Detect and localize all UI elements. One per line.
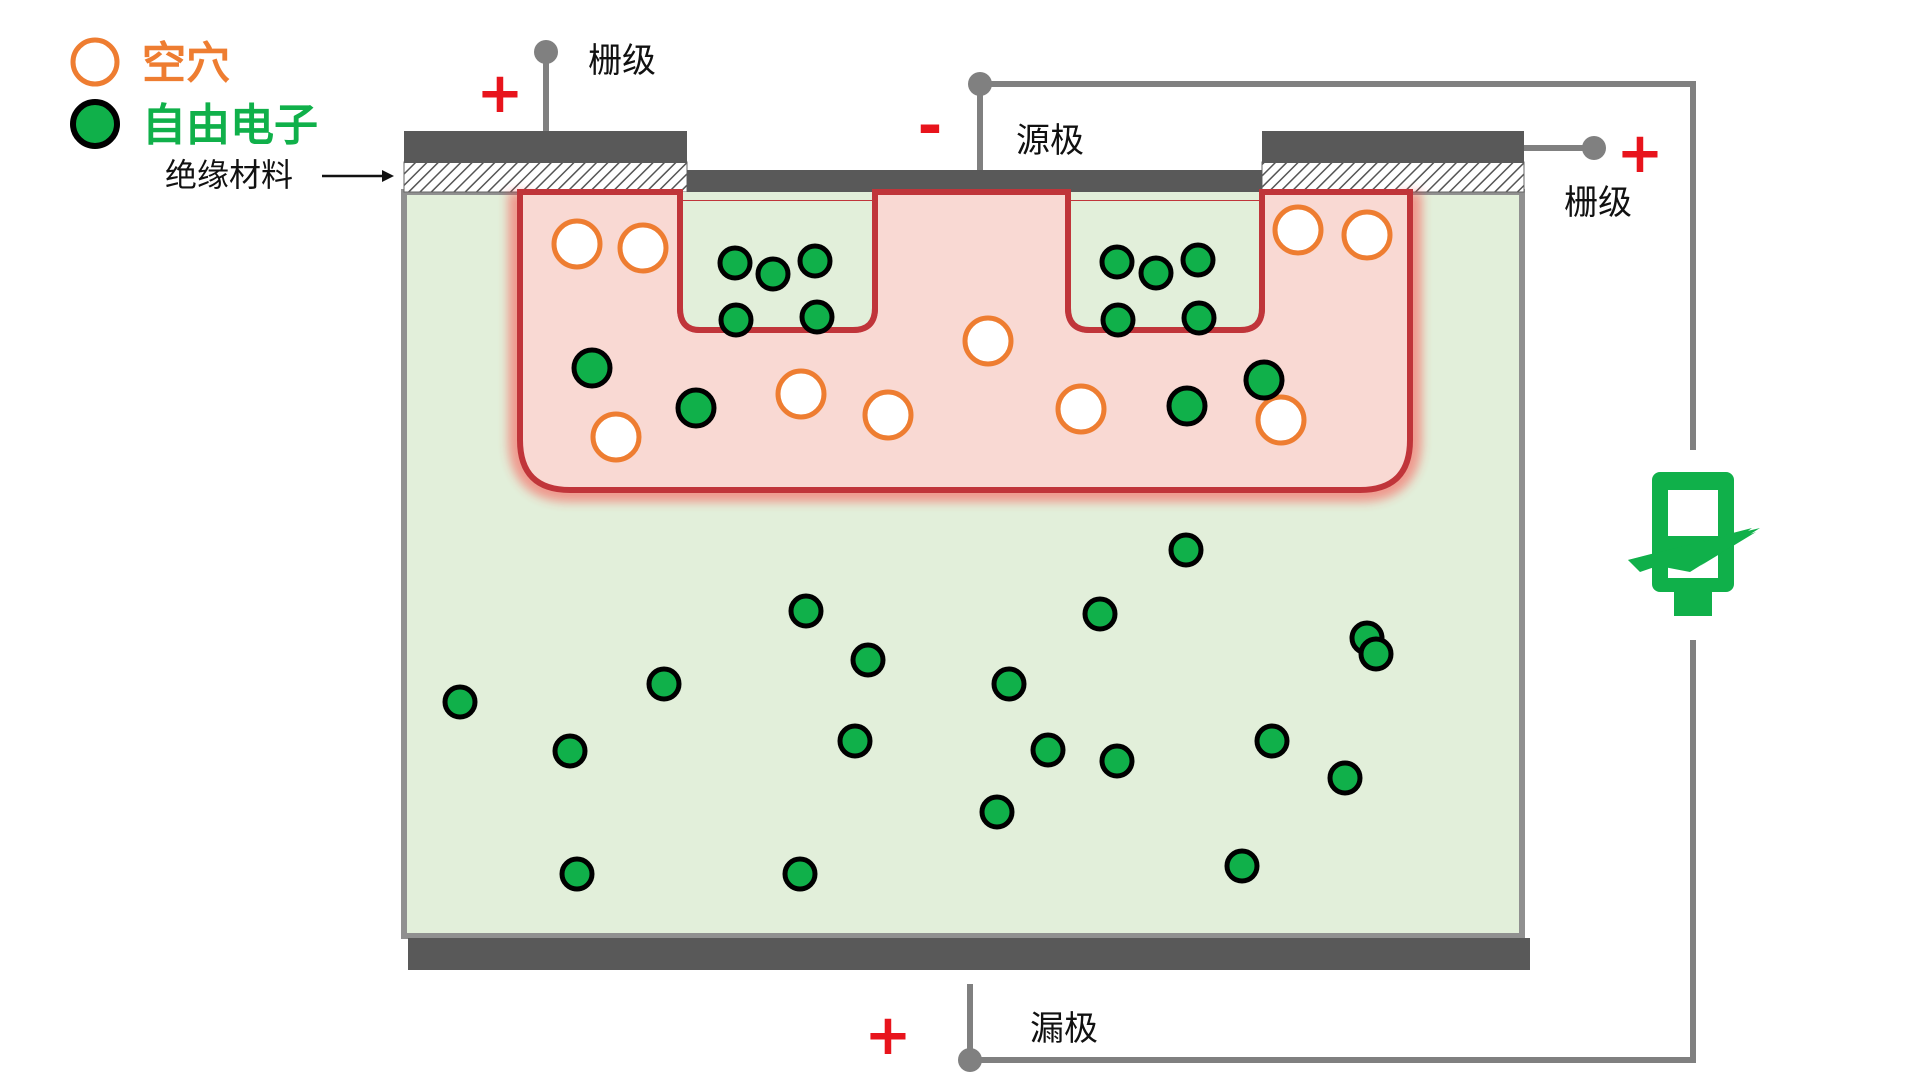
electron <box>797 243 833 279</box>
electron <box>837 723 873 759</box>
electron <box>559 856 595 892</box>
hole <box>775 368 827 420</box>
legend-electron-marker <box>70 99 120 149</box>
electron <box>1224 848 1260 884</box>
sign-gate-right: + <box>1617 121 1664 186</box>
sign-drain: + <box>865 1003 912 1068</box>
insulator-right <box>1261 161 1525 193</box>
insulator-arrow-head <box>382 170 394 182</box>
electron <box>788 593 824 629</box>
electron <box>755 256 791 292</box>
electron <box>1099 244 1135 280</box>
hole <box>1272 204 1324 256</box>
label-drain: 漏极 <box>1030 1009 1098 1049</box>
hole <box>1255 394 1307 446</box>
electron <box>1180 242 1216 278</box>
electron <box>442 684 478 720</box>
legend: 空穴 自由电子 <box>70 37 318 151</box>
gate-electrode-right <box>1262 131 1524 163</box>
hole <box>862 389 914 441</box>
electron <box>1181 300 1217 336</box>
electrons <box>442 242 1394 892</box>
hole <box>590 411 642 463</box>
hole <box>617 222 669 274</box>
battery-charging-icon <box>1628 472 1760 616</box>
drain-terminal <box>958 1048 982 1072</box>
gate-terminal-right <box>1582 136 1606 160</box>
electron <box>1138 255 1174 291</box>
electron <box>799 299 835 335</box>
source-terminal <box>968 72 992 96</box>
electron <box>1100 302 1136 338</box>
electron <box>552 733 588 769</box>
electron <box>1254 723 1290 759</box>
drain-electrode <box>408 938 1530 970</box>
electron <box>1082 596 1118 632</box>
hole <box>962 315 1014 367</box>
legend-hole-label: 空穴 <box>142 38 230 89</box>
electron <box>1327 760 1363 796</box>
electron <box>1030 732 1066 768</box>
hole <box>551 218 603 270</box>
hole <box>1341 209 1393 261</box>
holes <box>551 204 1393 463</box>
label-gate-left: 栅级 <box>588 41 656 81</box>
electron <box>675 387 717 429</box>
electron <box>1099 743 1135 779</box>
insulator-left <box>403 161 688 193</box>
electron <box>717 245 753 281</box>
electron <box>1243 359 1285 401</box>
electron <box>571 347 613 389</box>
legend-hole-marker <box>70 37 120 87</box>
label-source: 源极 <box>1016 121 1084 161</box>
electron <box>1358 636 1394 672</box>
electron <box>1166 385 1208 427</box>
electron <box>991 666 1027 702</box>
gate-terminal-left <box>534 40 558 64</box>
hole <box>1055 383 1107 435</box>
sign-source: - <box>918 91 943 161</box>
label-gate-right: 栅级 <box>1564 183 1632 223</box>
legend-electron-label: 自由电子 <box>142 100 318 151</box>
electron <box>850 642 886 678</box>
electron <box>1168 532 1204 568</box>
sign-gate-left: + <box>477 61 524 126</box>
electron <box>646 666 682 702</box>
electron <box>718 302 754 338</box>
electron <box>782 856 818 892</box>
gate-electrode-left <box>404 131 687 163</box>
label-insulator: 绝缘材料 <box>165 156 293 194</box>
electron <box>979 794 1015 830</box>
